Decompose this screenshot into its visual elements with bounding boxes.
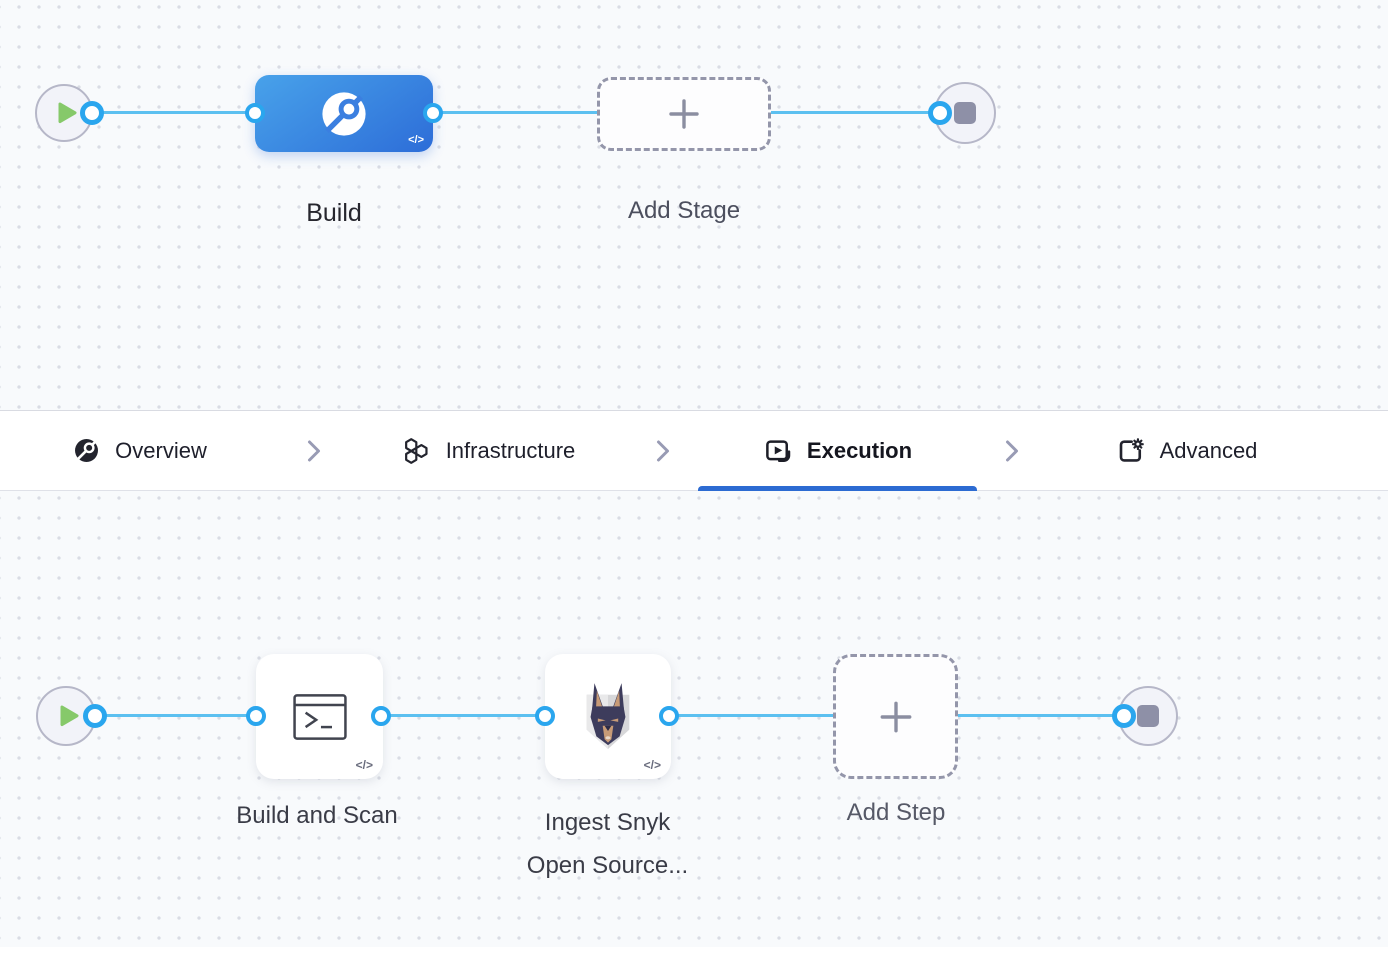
document-gear-icon xyxy=(1119,437,1144,462)
bottom-panel-edge xyxy=(0,947,1388,954)
step-label: Ingest Snyk Open Source... xyxy=(480,801,735,887)
hexagons-icon xyxy=(404,437,428,464)
add-stage-label: Add Stage xyxy=(627,197,741,224)
stage-config-tab-bar: Overview Infrastructure xyxy=(0,410,1388,491)
tab-separator xyxy=(296,411,332,490)
connector-port[interactable] xyxy=(928,101,952,125)
connector-port[interactable] xyxy=(535,706,555,726)
connector-port[interactable] xyxy=(1112,704,1136,728)
plus-icon xyxy=(880,701,911,732)
play-icon xyxy=(58,102,76,124)
add-step-label: Add Step xyxy=(846,799,946,826)
code-badge: </> xyxy=(355,758,373,772)
tab-label: Infrastructure xyxy=(445,437,576,463)
stage-node-build[interactable]: </> xyxy=(255,75,433,152)
stage-graph-canvas: </> Build Add Stage xyxy=(0,0,1388,410)
step-node-build-and-scan[interactable]: </> xyxy=(256,654,383,779)
play-icon xyxy=(60,705,78,727)
connector-port[interactable] xyxy=(423,103,443,123)
pipeline-end-node xyxy=(934,82,996,144)
code-badge: </> xyxy=(643,758,661,772)
stop-icon xyxy=(1137,705,1159,727)
connector-port[interactable] xyxy=(371,706,391,726)
terminal-icon xyxy=(292,693,347,740)
tab-label: Overview xyxy=(115,437,207,463)
chevron-right-icon xyxy=(657,440,669,461)
chevron-right-icon xyxy=(308,440,320,461)
execution-play-icon xyxy=(766,439,791,462)
plus-icon xyxy=(669,99,699,129)
tab-infrastructure[interactable]: Infrastructure xyxy=(349,411,628,490)
add-step-button[interactable] xyxy=(833,654,958,779)
tab-separator xyxy=(994,411,1030,490)
step-label: Build and Scan xyxy=(236,802,398,829)
tab-label: Advanced xyxy=(1159,437,1258,463)
step-label-line2: Open Source... xyxy=(526,852,689,879)
tab-advanced[interactable]: Advanced xyxy=(1047,411,1326,490)
tab-overview[interactable]: Overview xyxy=(0,411,279,490)
connector-port[interactable] xyxy=(83,704,107,728)
tab-execution[interactable]: Execution xyxy=(698,411,977,491)
step-label-line1: Ingest Snyk xyxy=(544,809,671,836)
stage-label: Build xyxy=(306,199,362,227)
connector-port[interactable] xyxy=(659,706,679,726)
chevron-right-icon xyxy=(1006,440,1018,461)
snyk-doberman-logo xyxy=(586,682,630,749)
tab-separator xyxy=(645,411,681,490)
execution-step-canvas: </> </> xyxy=(0,491,1388,954)
add-stage-button[interactable] xyxy=(597,77,771,151)
code-badge: </> xyxy=(408,134,424,146)
stop-icon xyxy=(954,102,976,124)
connector-port[interactable] xyxy=(245,103,265,123)
step-node-ingest-snyk[interactable]: </> xyxy=(545,654,671,779)
connector-port[interactable] xyxy=(246,706,266,726)
ci-build-icon xyxy=(322,91,366,136)
ci-overview-icon xyxy=(75,439,99,462)
connector-port[interactable] xyxy=(80,101,104,125)
active-tab-underline xyxy=(698,486,977,491)
tab-label: Execution xyxy=(806,437,913,463)
connector-line xyxy=(90,111,939,114)
